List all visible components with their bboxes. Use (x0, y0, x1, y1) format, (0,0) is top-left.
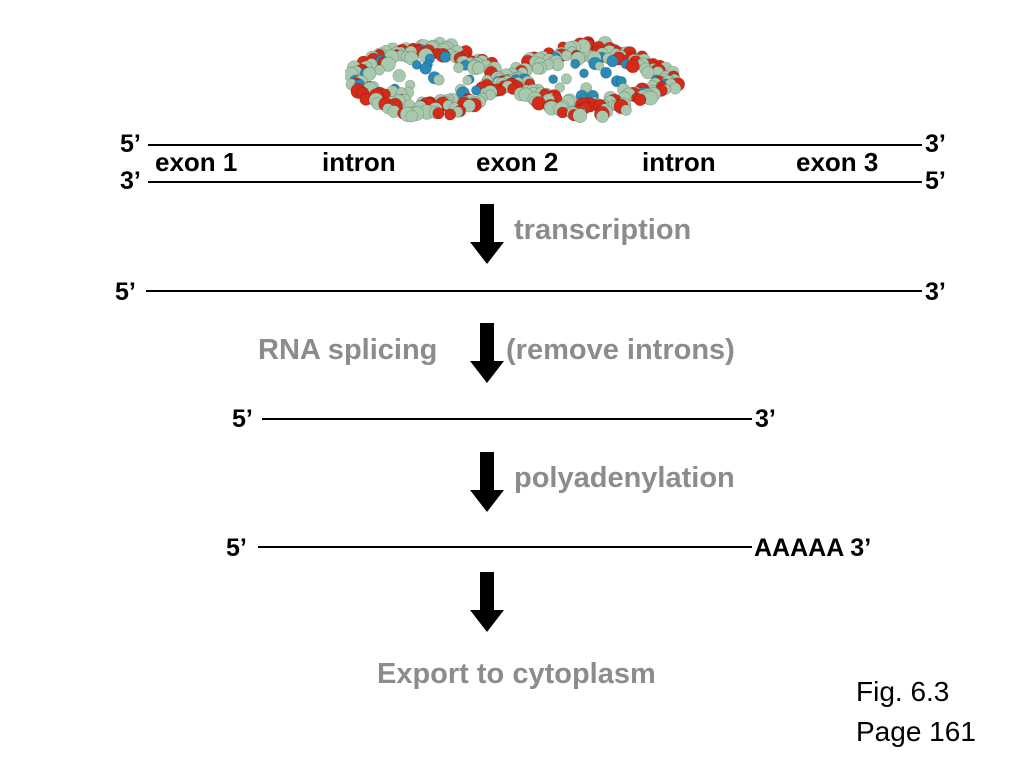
region-exon-3: exon 3 (796, 147, 879, 177)
dna-atom (554, 82, 566, 93)
dna-atom (462, 99, 476, 113)
spliced-mrna-strand (262, 418, 752, 420)
dna-bottom-left-end: 3’ (120, 167, 141, 195)
pre-mrna-strand (146, 290, 922, 292)
region-intron-2: intron (642, 147, 716, 177)
step-export-to-cytoplasm: Export to cytoplasm (377, 658, 656, 690)
polya-mrna-5-end: 5’ (226, 534, 247, 562)
dna-atom (669, 82, 682, 95)
dna-bottom-right-end: 5’ (925, 167, 946, 195)
region-exon-2: exon 2 (476, 147, 559, 177)
dna-atom (579, 68, 589, 79)
dna-atom (392, 69, 406, 83)
polya-tail-3-end: AAAAA 3’ (754, 534, 872, 562)
dna-atom (556, 106, 569, 119)
step-remove-introns: (remove introns) (506, 334, 735, 366)
down-arrow-icon (470, 572, 504, 632)
polya-mrna-strand (258, 546, 752, 548)
pre-mrna-3-end: 3’ (925, 278, 946, 306)
dna-atom (606, 54, 619, 68)
dna-atom (433, 74, 445, 86)
dna-atom (362, 66, 377, 81)
dna-atom (594, 61, 605, 71)
dna-atom (570, 58, 581, 69)
region-intron-1: intron (322, 147, 396, 177)
dna-atom (453, 62, 464, 74)
page-number: Page 161 (856, 716, 976, 747)
dna-atom (641, 65, 655, 80)
dna-bottom-strand (148, 181, 922, 183)
dna-atom (572, 108, 588, 123)
spliced-mrna-5-end: 5’ (232, 405, 253, 433)
step-transcription: transcription (514, 214, 692, 246)
region-exon-1: exon 1 (155, 147, 238, 177)
dna-top-right-end: 3’ (925, 130, 946, 158)
down-arrow-icon (470, 452, 504, 512)
spliced-mrna-3-end: 3’ (755, 405, 776, 433)
dna-top-strand (148, 144, 922, 146)
dna-atom (432, 107, 445, 120)
dna-atom (439, 51, 452, 63)
dna-atom (548, 74, 558, 85)
dna-atom (419, 62, 432, 75)
dna-atom (595, 110, 609, 123)
figure-number: Fig. 6.3 (856, 676, 950, 707)
dna-atom (444, 108, 456, 121)
down-arrow-icon (470, 204, 504, 264)
down-arrow-icon (470, 323, 504, 383)
dna-atom (560, 73, 572, 85)
dna-atom (462, 75, 473, 86)
dna-atom (633, 93, 647, 107)
dna-atom (560, 50, 573, 62)
dna-atom (620, 104, 632, 116)
dna-top-left-end: 5’ (120, 130, 141, 158)
step-rna-splicing: RNA splicing (258, 334, 438, 366)
dna-atom (471, 61, 485, 75)
dna-molecule-image (345, 36, 685, 123)
step-polyadenylation: polyadenylation (514, 462, 735, 494)
pre-mrna-5-end: 5’ (115, 278, 136, 306)
dna-atom (380, 56, 396, 72)
dna-atom (495, 85, 507, 97)
dna-atom (405, 110, 418, 123)
dna-atom (625, 59, 640, 74)
dna-atom (600, 66, 612, 79)
dna-atom (531, 62, 544, 75)
